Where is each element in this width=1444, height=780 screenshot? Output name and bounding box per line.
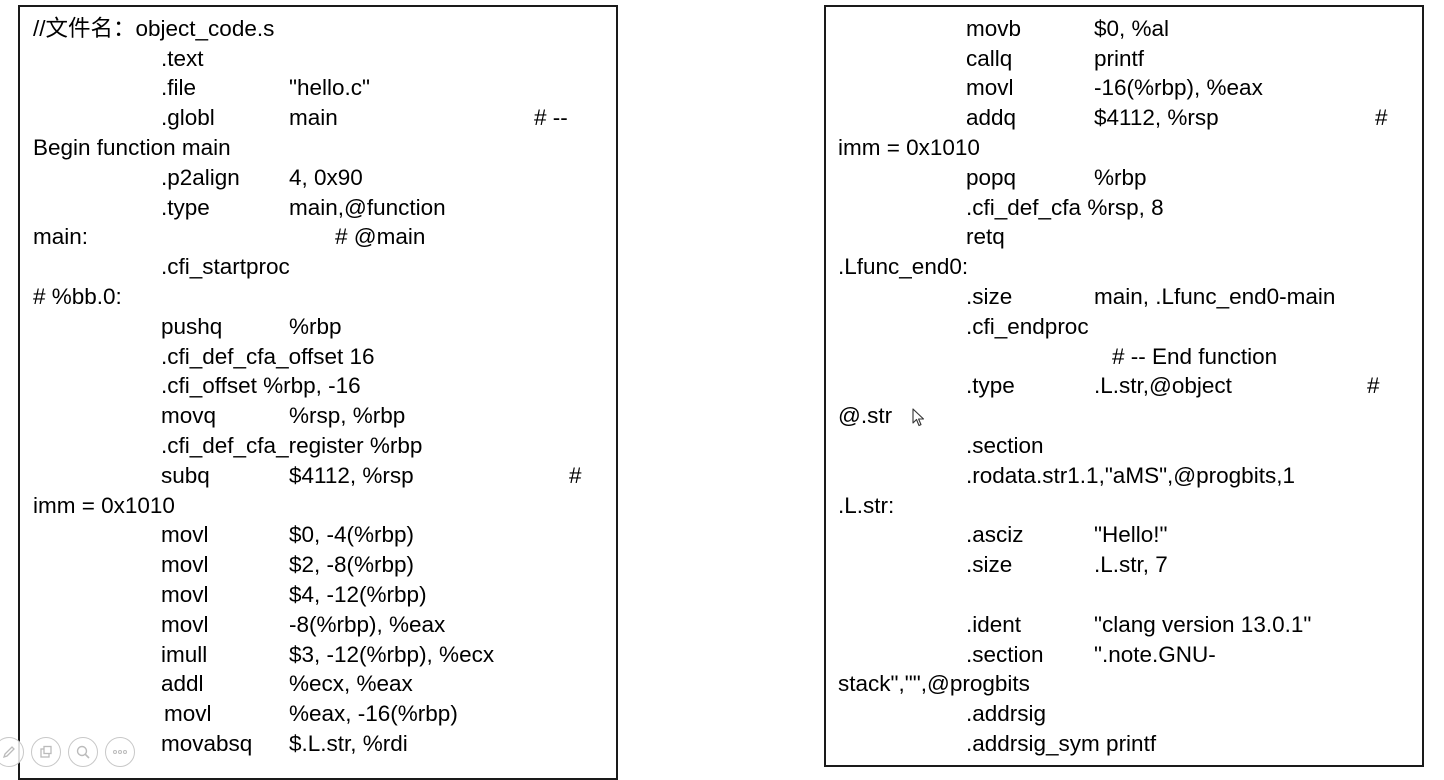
code-line: .cfi_startproc (161, 254, 290, 279)
code-line: $4, -12(%rbp) (289, 582, 427, 607)
code-line: imm = 0x1010 (33, 493, 175, 518)
code-line: Begin function main (33, 135, 231, 160)
code-line: $3, -12(%rbp), %ecx (289, 642, 495, 667)
code-line: imm = 0x1010 (838, 135, 980, 160)
code-line: .L.str: (838, 493, 895, 518)
code-line: "hello.c" (289, 75, 371, 100)
code-line: .cfi_endproc (966, 314, 1089, 339)
code-line: main, .Lfunc_end0-main (1094, 284, 1336, 309)
code-line: addl (161, 671, 204, 696)
code-line: movl (966, 75, 1014, 100)
code-line: .globl (161, 105, 215, 130)
code-line: callq (966, 46, 1013, 71)
code-line: ".note.GNU- (1094, 642, 1216, 667)
code-line: .section (966, 642, 1044, 667)
code-line: movq (161, 403, 217, 428)
code-line: movabsq (161, 731, 253, 756)
code-line: movl (164, 701, 212, 726)
code-line: printf (1094, 46, 1145, 71)
right-code-panel (824, 5, 1424, 767)
code-line: .type (161, 195, 210, 220)
code-line: //文件名：object_code.s (33, 16, 275, 41)
code-line: popq (966, 165, 1017, 190)
more-icon[interactable] (105, 737, 135, 767)
code-line: stack","",@progbits (838, 671, 1030, 696)
code-line: %rsp, %rbp (289, 403, 406, 428)
code-line: main: (33, 224, 89, 249)
code-line: .section (966, 433, 1044, 458)
code-line: .file (161, 75, 197, 100)
code-line: .Lfunc_end0: (838, 254, 969, 279)
code-line: %rbp (1094, 165, 1147, 190)
code-line: -16(%rbp), %eax (1094, 75, 1263, 100)
code-line: # -- End function (1112, 344, 1278, 369)
code-line: .addrsig_sym printf (966, 731, 1157, 756)
code-line: "clang version 13.0.1" (1094, 612, 1312, 637)
code-line: $4112, %rsp (1094, 105, 1219, 130)
code-line: # -- (534, 105, 568, 130)
slideshow-toolbar (0, 737, 144, 771)
code-line: pushq (161, 314, 223, 339)
code-line: %rbp (289, 314, 342, 339)
code-line: $4112, %rsp (289, 463, 414, 488)
mouse-cursor-icon (912, 408, 925, 427)
code-line: -8(%rbp), %eax (289, 612, 446, 637)
code-line: $0, %al (1094, 16, 1170, 41)
code-line: movl (161, 522, 209, 547)
code-line: 4, 0x90 (289, 165, 363, 190)
code-line: .cfi_def_cfa_register %rbp (161, 433, 423, 458)
left-code-panel (18, 5, 618, 780)
zoom-icon[interactable] (68, 737, 98, 767)
code-line: # (569, 463, 582, 488)
code-line: %ecx, %eax (289, 671, 413, 696)
code-line: @.str (838, 403, 893, 428)
code-line: movl (161, 552, 209, 577)
code-line: $0, -4(%rbp) (289, 522, 415, 547)
code-line: main (289, 105, 338, 130)
code-line: .cfi_def_cfa_offset 16 (161, 344, 375, 369)
code-line: .L.str,@object (1094, 373, 1232, 398)
code-line: .p2align (161, 165, 240, 190)
code-line: retq (966, 224, 1005, 249)
code-line: # %bb.0: (33, 284, 122, 309)
code-line: "Hello!" (1094, 522, 1168, 547)
copy-icon[interactable] (31, 737, 61, 767)
code-line: %eax, -16(%rbp) (289, 701, 458, 726)
code-line: # @main (335, 224, 426, 249)
code-line: addq (966, 105, 1017, 130)
pen-icon[interactable] (0, 737, 24, 767)
code-line: $.L.str, %rdi (289, 731, 408, 756)
code-line: .text (161, 46, 204, 71)
code-line: movl (161, 582, 209, 607)
code-line: movl (161, 612, 209, 637)
code-line: .L.str, 7 (1094, 552, 1168, 577)
code-line: subq (161, 463, 210, 488)
code-line: .type (966, 373, 1015, 398)
code-line: .cfi_def_cfa %rsp, 8 (966, 195, 1164, 220)
code-line: main,@function (289, 195, 446, 220)
code-line: # (1367, 373, 1380, 398)
code-line: $2, -8(%rbp) (289, 552, 415, 577)
code-line: imull (161, 642, 208, 667)
code-line: # (1375, 105, 1388, 130)
code-line: .ident (966, 612, 1022, 637)
code-line: .asciz (966, 522, 1024, 547)
code-line: .cfi_offset %rbp, -16 (161, 373, 361, 398)
code-line: .size (966, 552, 1013, 577)
code-line: .rodata.str1.1,"aMS",@progbits,1 (966, 463, 1295, 488)
code-line: .addrsig (966, 701, 1047, 726)
code-line: .size (966, 284, 1013, 309)
code-line: movb (966, 16, 1022, 41)
